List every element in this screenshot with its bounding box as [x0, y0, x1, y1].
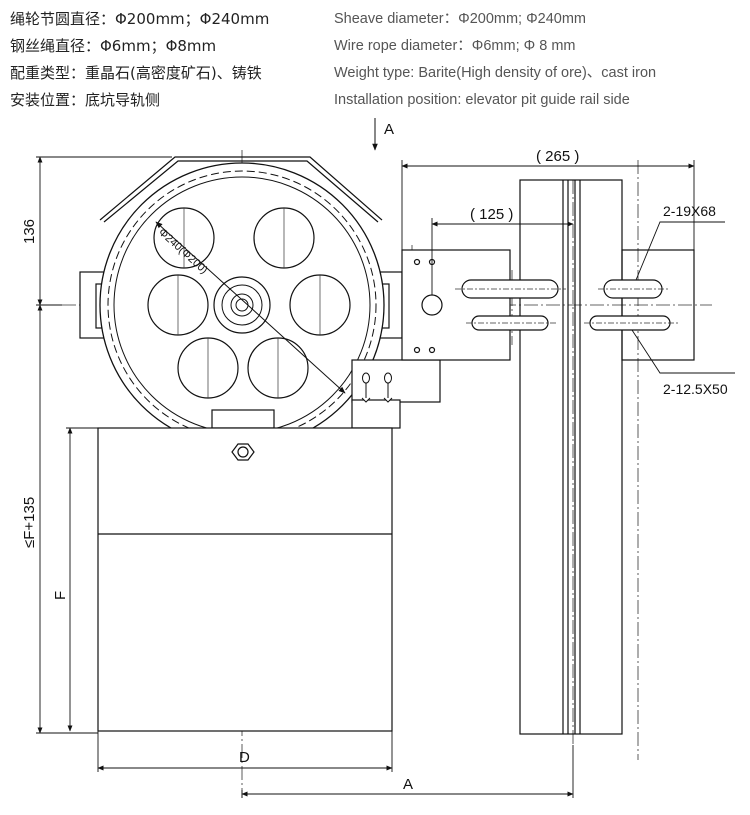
dim-lower-height: ≤F+135 — [21, 497, 38, 548]
mounting-slots — [461, 279, 671, 331]
view-arrow-a: A — [372, 118, 394, 151]
slot-upper-callout: 2-19X68 — [663, 203, 716, 219]
dim-overall-width: ( 265 ) — [536, 148, 579, 165]
guide-rail — [519, 179, 695, 735]
spec-en-sheave-diameter: Sheave diameter：Φ200mm; Φ240mm — [334, 11, 587, 27]
top-guard — [99, 156, 383, 223]
spec-zh-weight-type: 配重类型：重晶石(高密度矿石)、铸铁 — [10, 64, 262, 82]
spec-en-rope-diameter: Wire rope diameter：Φ6mm; Φ 8 mm — [334, 38, 576, 54]
spec-en-weight-type: Weight type: Barite(High density of ore)… — [334, 65, 657, 81]
sheave: Φ240(Φ200) — [99, 162, 385, 448]
dim-weight-height: F — [52, 591, 69, 600]
counterweight-body — [97, 409, 393, 732]
slot-center-marks — [455, 288, 678, 324]
dim-rail-distance: A — [403, 776, 413, 793]
spec-zh-sheave-diameter: 绳轮节圆直径：Φ200mm；Φ240mm — [10, 10, 270, 28]
slot-lower-callout: 2-12.5X50 — [663, 381, 728, 397]
bolt-pair — [361, 372, 393, 403]
spec-zh-rope-diameter: 钢丝绳直径：Φ6mm；Φ8mm — [10, 37, 217, 55]
spec-zh-installation: 安装位置：底坑导轨侧 — [10, 91, 161, 109]
view-arrow-label: A — [384, 121, 394, 138]
dim-rail-offset: ( 125 ) — [470, 206, 513, 223]
dimension-lines — [36, 156, 695, 798]
dim-top-height: 136 — [21, 219, 38, 244]
dim-weight-width: D — [239, 749, 250, 766]
spec-en-installation: Installation position: elevator pit guid… — [334, 92, 630, 108]
slot-callout-leaders — [631, 221, 735, 374]
rail-bracket-block — [351, 249, 511, 429]
